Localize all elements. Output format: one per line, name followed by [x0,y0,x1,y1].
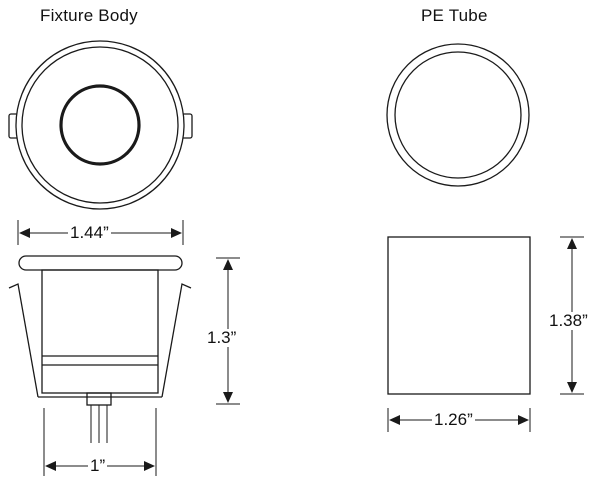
fixture-base-label: 1” [88,456,108,475]
fixture-height-label: 1.3” [205,328,239,347]
tube-width-label: 1.26” [432,410,475,429]
fixture-top-view [8,40,193,210]
tube-height-label: 1.38” [547,311,590,330]
fixture-right-clip [161,283,192,398]
fixture-width-dimension [17,220,184,245]
fixture-lens [59,84,141,166]
fixture-housing [41,269,159,394]
pe-tube-title: PE Tube [421,6,488,25]
tube-inner-ring [394,51,522,179]
fixture-body-title: Fixture Body [40,6,138,25]
fixture-height-dimension [216,257,240,405]
fixture-flange [18,255,183,271]
fixture-width-label: 1.44” [68,223,111,242]
fixture-side-view [8,255,192,443]
fixture-outer-ring [15,40,185,210]
fixture-inner-ring [21,46,179,204]
fixture-cable-gland [86,392,112,406]
fixture-left-clip [8,283,39,398]
pe-tube-top-view [386,43,530,187]
tube-side-view [387,236,531,395]
tube-outer-ring [386,43,530,187]
